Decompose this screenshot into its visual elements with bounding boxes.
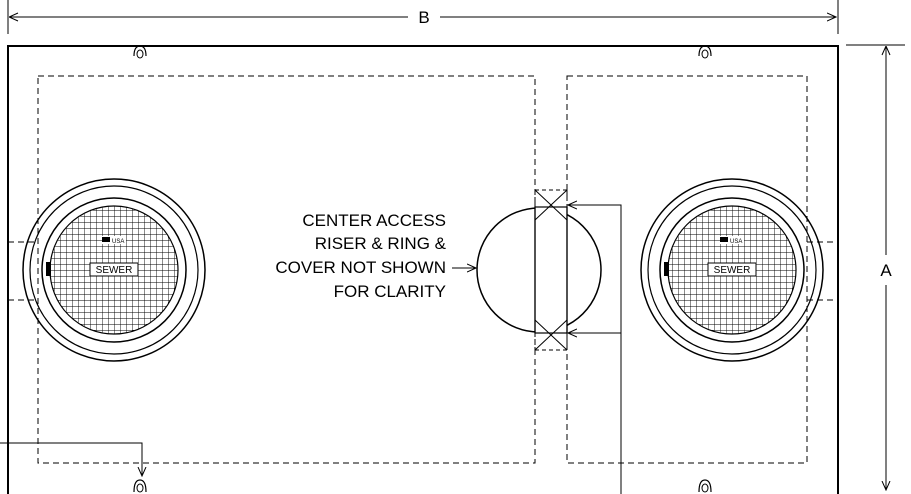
cover-hinge-left [46,262,51,276]
cover-label-box-right [707,262,757,277]
dimension-b-label: B [418,8,429,27]
lifting-insert-bottom-right [698,479,712,493]
lifting-insert-top-left [133,45,147,59]
dimension-b: B [7,0,839,34]
manhole-cover-right: SEWER USA [640,178,824,362]
lifting-insert-bottom-left [133,479,147,493]
cover-label-left: SEWER [96,265,133,276]
note-line-4: FOR CLARITY [334,282,446,301]
note-line-2: RISER & RING & [315,234,447,253]
manhole-cover-left: SEWER USA [22,178,206,362]
note-line-1: CENTER ACCESS [302,211,446,230]
note-line-3: COVER NOT SHOWN [275,258,446,277]
lifting-insert-top-right [698,45,712,59]
cover-hinge-right [664,262,669,276]
leader-line-left [0,442,142,476]
cover-label-box-left [89,262,139,277]
leader-line-center [568,205,622,494]
vault-outline [7,45,839,494]
dimension-a-label: A [880,261,892,280]
center-access-opening [476,189,602,351]
cover-brand-left: USA [112,239,124,245]
cover-brand-right: USA [730,239,742,245]
center-access-note: CENTER ACCESS RISER & RING & COVER NOT S… [275,211,476,301]
dimension-a: A [846,44,905,490]
cover-label-right: SEWER [714,265,751,276]
